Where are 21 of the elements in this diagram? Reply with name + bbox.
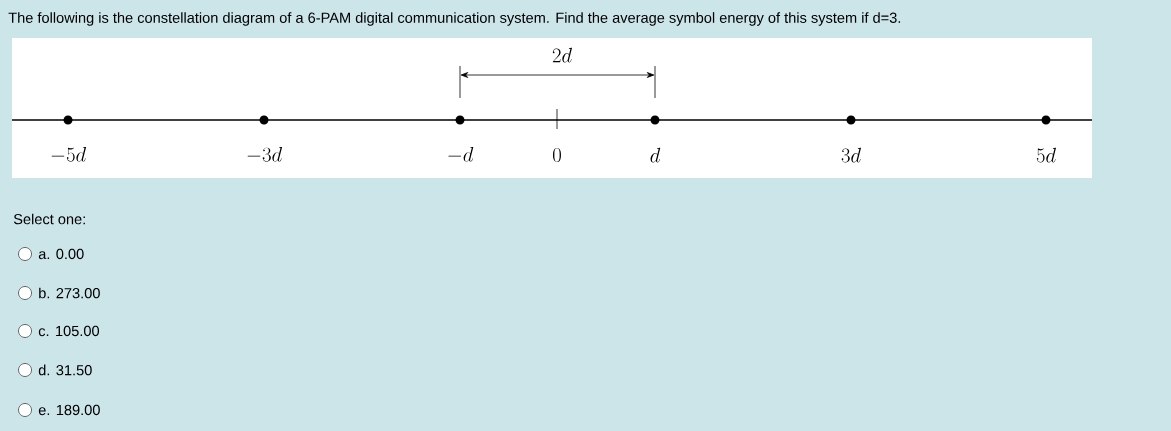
point-label: $-3d$ [247, 146, 283, 162]
answer-option: d. 31.50 [38, 364, 92, 376]
constellation-point [846, 115, 856, 125]
point-label: $5d$ [1036, 147, 1056, 163]
prompt-text: Select one: [13, 213, 85, 225]
origin-label: $0$ [553, 147, 561, 162]
constellation-point [455, 115, 465, 125]
point-label: $-d$ [448, 146, 474, 162]
point-label: $d$ [650, 147, 661, 163]
answer-option: e. 189.00 [38, 404, 100, 416]
answer-option: b. 273.00 [39, 287, 100, 299]
answer-option: c. 105.00 [38, 325, 100, 337]
dimension-label: $2d$ [552, 47, 572, 63]
point-label: $3d$ [841, 147, 861, 163]
answer-option: a. 0.00 [38, 248, 84, 260]
constellation-point [650, 115, 660, 125]
point-label: $-5d$ [51, 146, 87, 162]
question-text: The following is the constellation diagram of a 6-PAM digital communication system. Find the average symbol energy of this system if d=3. [8, 12, 901, 26]
constellation-point [1041, 115, 1051, 125]
constellation-point [259, 115, 269, 125]
constellation-point [63, 115, 73, 125]
